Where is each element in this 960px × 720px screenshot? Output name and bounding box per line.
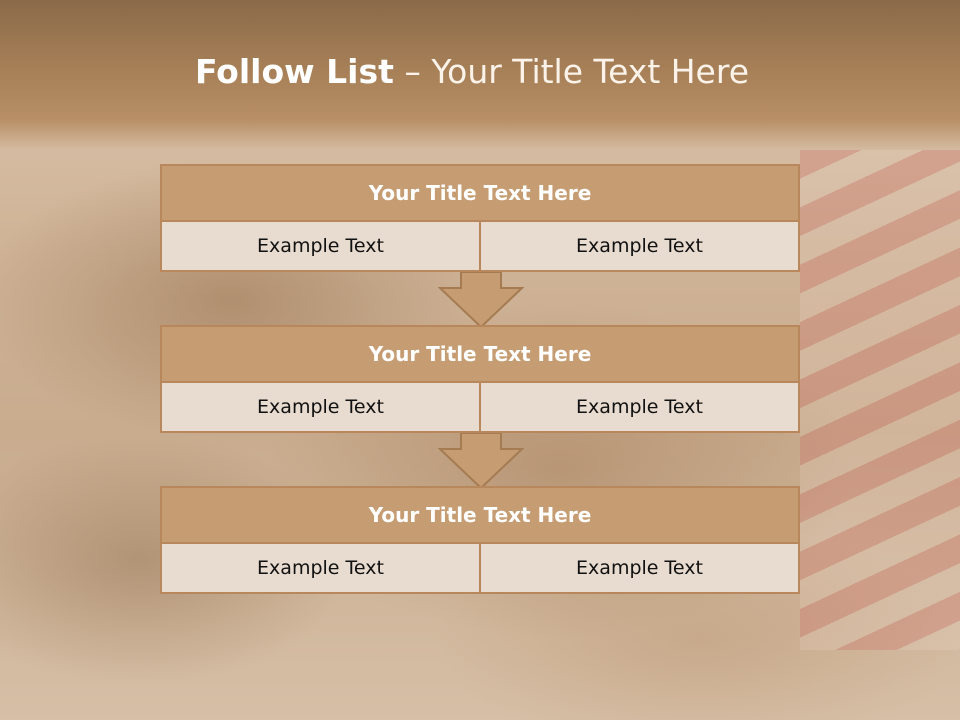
list-block-1: Your Title Text Here Example Text Exampl… [160,164,800,272]
header-band [0,0,960,150]
background-stripes [800,150,960,650]
slide-title-bold: Follow List [194,52,394,91]
block-row: Example Text Example Text [162,222,798,270]
list-block-3: Your Title Text Here Example Text Exampl… [160,486,800,594]
block-row: Example Text Example Text [162,544,798,592]
down-arrow-icon [438,433,524,489]
block-title: Your Title Text Here [162,166,798,222]
block-title: Your Title Text Here [162,327,798,383]
block-cell: Example Text [257,396,384,418]
block-title: Your Title Text Here [162,488,798,544]
list-block-2: Your Title Text Here Example Text Exampl… [160,325,800,433]
block-cell: Example Text [479,544,798,592]
block-cell: Example Text [479,222,798,270]
slide-title: Follow List – Your Title Text Here [0,52,944,91]
down-arrow-icon [438,272,524,328]
block-cell: Example Text [257,235,384,257]
block-cell: Example Text [257,557,384,579]
block-row: Example Text Example Text [162,383,798,431]
block-cell: Example Text [479,383,798,431]
slide-title-rest: – Your Title Text Here [404,52,750,91]
